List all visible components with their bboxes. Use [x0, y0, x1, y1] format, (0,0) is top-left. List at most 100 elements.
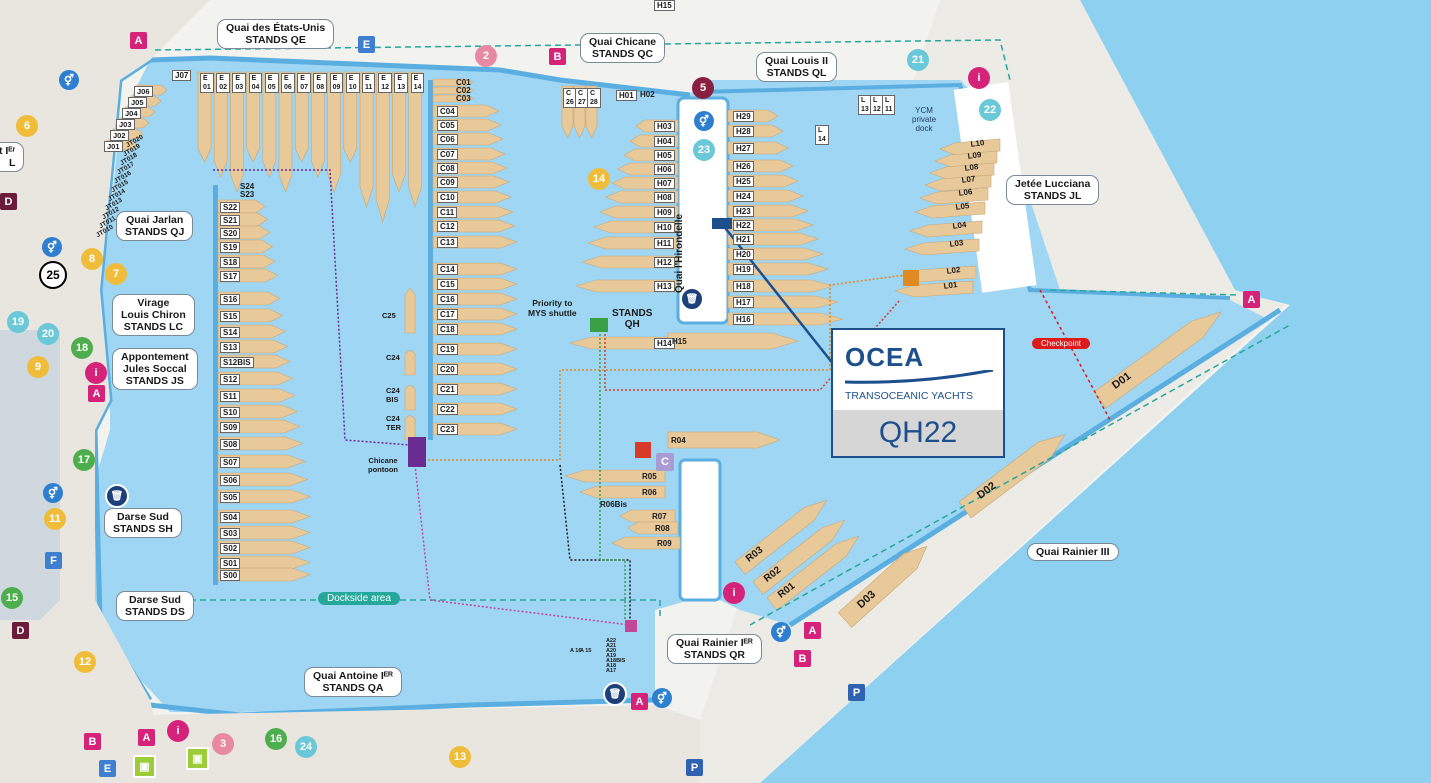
berth-s17[interactable]: S17 — [220, 271, 241, 282]
tag-b-3[interactable]: B — [794, 650, 811, 667]
berth-c02[interactable]: C02 — [456, 86, 471, 95]
berth-c06[interactable]: C06 — [437, 134, 458, 145]
bin-icon-3[interactable]: 🗑 — [603, 682, 627, 706]
tag-a-4[interactable]: A — [138, 729, 155, 746]
berth-h01[interactable]: H01 — [616, 90, 637, 101]
berth-c16[interactable]: C16 — [437, 294, 458, 305]
berth-h13[interactable]: H13 — [654, 281, 675, 292]
marker-6[interactable]: 6 — [16, 115, 38, 137]
berth-s22[interactable]: S22 — [220, 202, 241, 213]
berth-j02[interactable]: J02 — [110, 130, 129, 141]
tag-e-1[interactable]: E — [358, 36, 375, 53]
berth-h09[interactable]: H09 — [654, 207, 675, 218]
marker-17[interactable]: 17 — [73, 449, 95, 471]
marker-2[interactable]: 2 — [475, 45, 497, 67]
berth-h29[interactable]: H29 — [733, 111, 754, 122]
restroom-icon-5[interactable]: ⚥ — [771, 622, 791, 642]
berth-a21[interactable]: A21 — [606, 643, 617, 649]
restroom-icon-4[interactable]: ⚥ — [694, 111, 714, 131]
berth-h02[interactable]: H02 — [640, 90, 655, 99]
berth-a18[interactable]: A18 — [606, 663, 617, 669]
restroom-icon-6[interactable]: ⚥ — [652, 688, 672, 708]
berth-s23[interactable]: S23 — [240, 190, 255, 199]
berth-h03[interactable]: H03 — [654, 121, 675, 132]
berth-j07[interactable]: J07 — [172, 70, 192, 81]
berth-h28[interactable]: H28 — [733, 126, 754, 137]
berth-e-10[interactable]: E 10 — [345, 73, 360, 93]
marker-18[interactable]: 18 — [71, 337, 93, 359]
berth-s16[interactable]: S16 — [220, 294, 241, 305]
berth-a20[interactable]: A20 — [606, 648, 617, 654]
berth-c18[interactable]: C18 — [437, 324, 458, 335]
tag-a-5[interactable]: A — [631, 693, 648, 710]
berth-l-14[interactable]: L 14 — [815, 125, 829, 145]
tag-f[interactable]: F — [45, 552, 62, 569]
berth-c22[interactable]: C22 — [437, 404, 458, 415]
berth-c24-bis[interactable]: C24 BIS — [386, 386, 400, 404]
berth-c23[interactable]: C23 — [437, 424, 458, 435]
berth-l01[interactable]: L01 — [943, 280, 958, 291]
berth-e-08[interactable]: E 08 — [313, 73, 328, 93]
berth-s00[interactable]: S00 — [220, 570, 241, 581]
berth-c19[interactable]: C19 — [437, 344, 458, 355]
berth-c09[interactable]: C09 — [437, 177, 458, 188]
berth-c24-ter[interactable]: C24 TER — [386, 414, 401, 432]
berth-r08[interactable]: R08 — [655, 524, 670, 533]
marker-14[interactable]: 14 — [588, 168, 610, 190]
tag-p-1[interactable]: P — [848, 684, 865, 701]
berth-a-15[interactable]: A 15 — [580, 648, 592, 654]
berth-c13[interactable]: C13 — [437, 237, 458, 248]
info-icon-1[interactable]: i — [968, 67, 990, 89]
berth-a19[interactable]: A19 — [606, 653, 617, 659]
berth-r06[interactable]: R06 — [642, 488, 657, 497]
berth-j01[interactable]: J01 — [104, 141, 123, 152]
berth-s12[interactable]: S12 — [220, 374, 241, 385]
tag-p-2[interactable]: P — [686, 759, 703, 776]
berth-c11[interactable]: C11 — [437, 207, 458, 218]
ocea-callout[interactable]: OCEA TRANSOCEANIC YACHTS QH22 — [831, 328, 1005, 458]
tag-b-1[interactable]: B — [549, 48, 566, 65]
berth-h21[interactable]: H21 — [733, 234, 754, 245]
marker-7[interactable]: 7 — [105, 263, 127, 285]
marker-3[interactable]: 3 — [212, 733, 234, 755]
berth-h20[interactable]: H20 — [733, 249, 754, 260]
berth-s20[interactable]: S20 — [220, 228, 241, 239]
berth-s05[interactable]: S05 — [220, 492, 241, 503]
berth-l06[interactable]: L06 — [958, 187, 973, 198]
tag-a-3[interactable]: A — [88, 385, 105, 402]
berth-h06[interactable]: H06 — [654, 164, 675, 175]
berth-r09[interactable]: R09 — [657, 539, 672, 548]
marker-13[interactable]: 13 — [449, 746, 471, 768]
marker-9[interactable]: 9 — [27, 356, 49, 378]
berth-l02[interactable]: L02 — [946, 265, 961, 276]
berth-s19[interactable]: S19 — [220, 242, 241, 253]
info-icon-4[interactable]: i — [723, 582, 745, 604]
berth-c25[interactable]: C25 — [382, 311, 396, 320]
berth-s02[interactable]: S02 — [220, 543, 241, 554]
berth-s13[interactable]: S13 — [220, 342, 241, 353]
berth-c20[interactable]: C20 — [437, 364, 458, 375]
tag-a-1[interactable]: A — [130, 32, 147, 49]
berth-s10[interactable]: S10 — [220, 407, 241, 418]
marker-12[interactable]: 12 — [74, 651, 96, 673]
marker-20[interactable]: 20 — [37, 323, 59, 345]
berth-c10[interactable]: C10 — [437, 192, 458, 203]
berth-e-12[interactable]: E 12 — [378, 73, 392, 93]
berth-c14[interactable]: C14 — [437, 264, 458, 275]
berth-e-11[interactable]: E 11 — [362, 73, 376, 93]
marker-23[interactable]: 23 — [693, 139, 715, 161]
berth-a-16[interactable]: A 16 — [570, 648, 582, 654]
shuttle-icon-1[interactable]: ▣ — [133, 755, 156, 778]
bin-icon-1[interactable]: 🗑 — [105, 484, 129, 508]
berth-h05[interactable]: H05 — [654, 150, 675, 161]
berth-s07[interactable]: S07 — [220, 457, 241, 468]
restroom-icon-1[interactable]: ⚥ — [59, 70, 79, 90]
berth-a22[interactable]: A22 — [606, 638, 617, 644]
marker-22[interactable]: 22 — [979, 99, 1001, 121]
berth-j03[interactable]: J03 — [116, 119, 135, 130]
berth-h12[interactable]: H12 — [654, 257, 675, 268]
berth-r05[interactable]: R05 — [642, 472, 657, 481]
berth-c-27[interactable]: C 27 — [575, 88, 589, 108]
tag-e-2[interactable]: E — [99, 760, 116, 777]
tag-c[interactable]: C — [656, 453, 674, 471]
